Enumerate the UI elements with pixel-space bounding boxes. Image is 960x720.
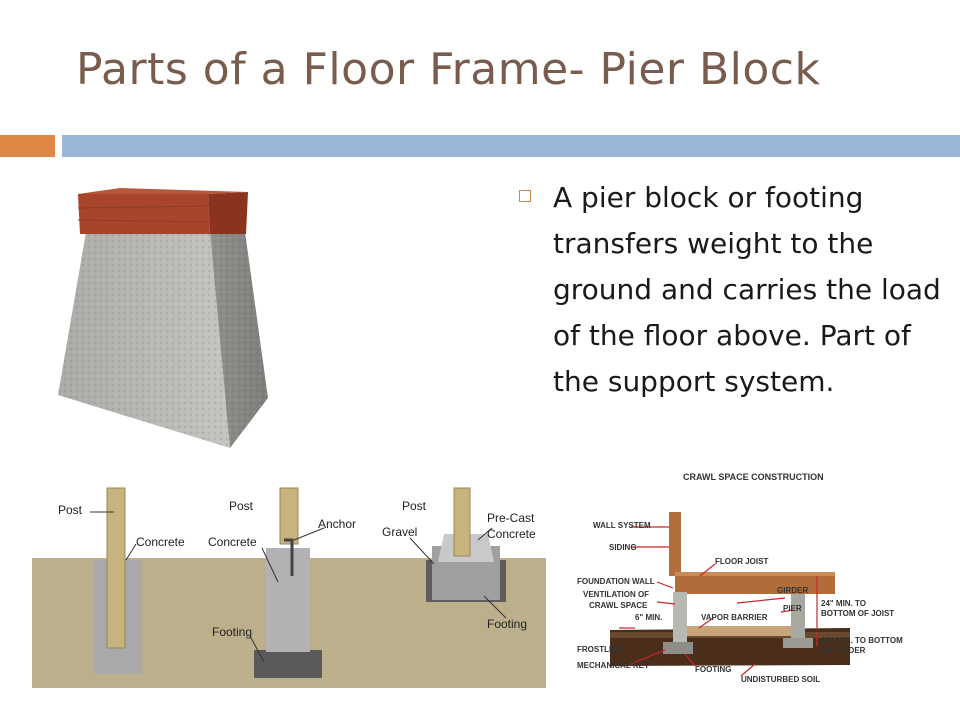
crawl-label-six-min: 6" MIN. — [635, 613, 662, 622]
accent-bar-blue — [62, 135, 960, 157]
label-post-1: Post — [58, 503, 83, 517]
accent-bar-orange — [0, 135, 55, 157]
label-post-2: Post — [229, 499, 254, 513]
wood-cap-side — [208, 192, 248, 234]
crawl-label-siding: SIDING — [609, 543, 637, 552]
bullet-square-icon — [519, 190, 531, 202]
crawl-label-vapor-barrier: VAPOR BARRIER — [701, 613, 768, 622]
label-footing-2: Footing — [212, 625, 252, 639]
crawl-diagram-title: CRAWL SPACE CONSTRUCTION — [683, 472, 824, 482]
label-post-3: Post — [402, 499, 427, 513]
crawl-label-min-girder-line1: 18" MIN. TO BOTTOM — [821, 636, 903, 645]
label-footing-3: Footing — [487, 617, 527, 631]
crawl-label-min-girder-line2: OF GIRDER — [821, 646, 866, 655]
label-concrete-2: Concrete — [208, 535, 257, 549]
crawl-label-frostline: FROSTLINE — [577, 645, 623, 654]
crawl-label-wall-system: WALL SYSTEM — [593, 521, 651, 530]
pier-block-image — [58, 188, 268, 448]
label-anchor: Anchor — [318, 517, 356, 531]
slide-title: Parts of a Floor Frame- Pier Block — [76, 44, 821, 95]
crawl-space-diagram: CRAWL SPACE CONSTRUCTION WALL SYSTEM SID… — [565, 460, 903, 690]
crawl-label-floor-joist: FLOOR JOIST — [715, 557, 768, 566]
crawl-label-ventilation-line1: VENTILATION OF — [583, 590, 649, 599]
crawl-label-min-joist-line1: 24" MIN. TO — [821, 599, 866, 608]
crawl-label-girder: GIRDER — [777, 586, 808, 595]
crawl-label-ventilation-line2: CRAWL SPACE — [589, 601, 648, 610]
crawl-label-mechanical-key: MECHANICAL KEY — [577, 661, 650, 670]
footing-types-diagram: Post Concrete Post Anchor Concrete Footi… — [32, 487, 546, 688]
label-gravel: Gravel — [382, 525, 417, 539]
crawl-label-foundation-wall: FOUNDATION WALL — [577, 577, 655, 586]
crawl-label-pier: PIER — [783, 604, 802, 613]
bullet-text: A pier block or footing transfers weight… — [553, 181, 941, 398]
crawl-label-footing: FOOTING — [695, 665, 731, 674]
crawl-label-min-joist-line2: BOTTOM OF JOIST — [821, 609, 894, 618]
crawl-label-undisturbed-soil: UNDISTURBED SOIL — [741, 675, 820, 684]
wood-cap-front — [78, 194, 210, 234]
label-precast-line1: Pre-Cast — [487, 511, 535, 525]
label-concrete-1: Concrete — [136, 535, 185, 549]
label-precast-line2: Concrete — [487, 527, 536, 541]
